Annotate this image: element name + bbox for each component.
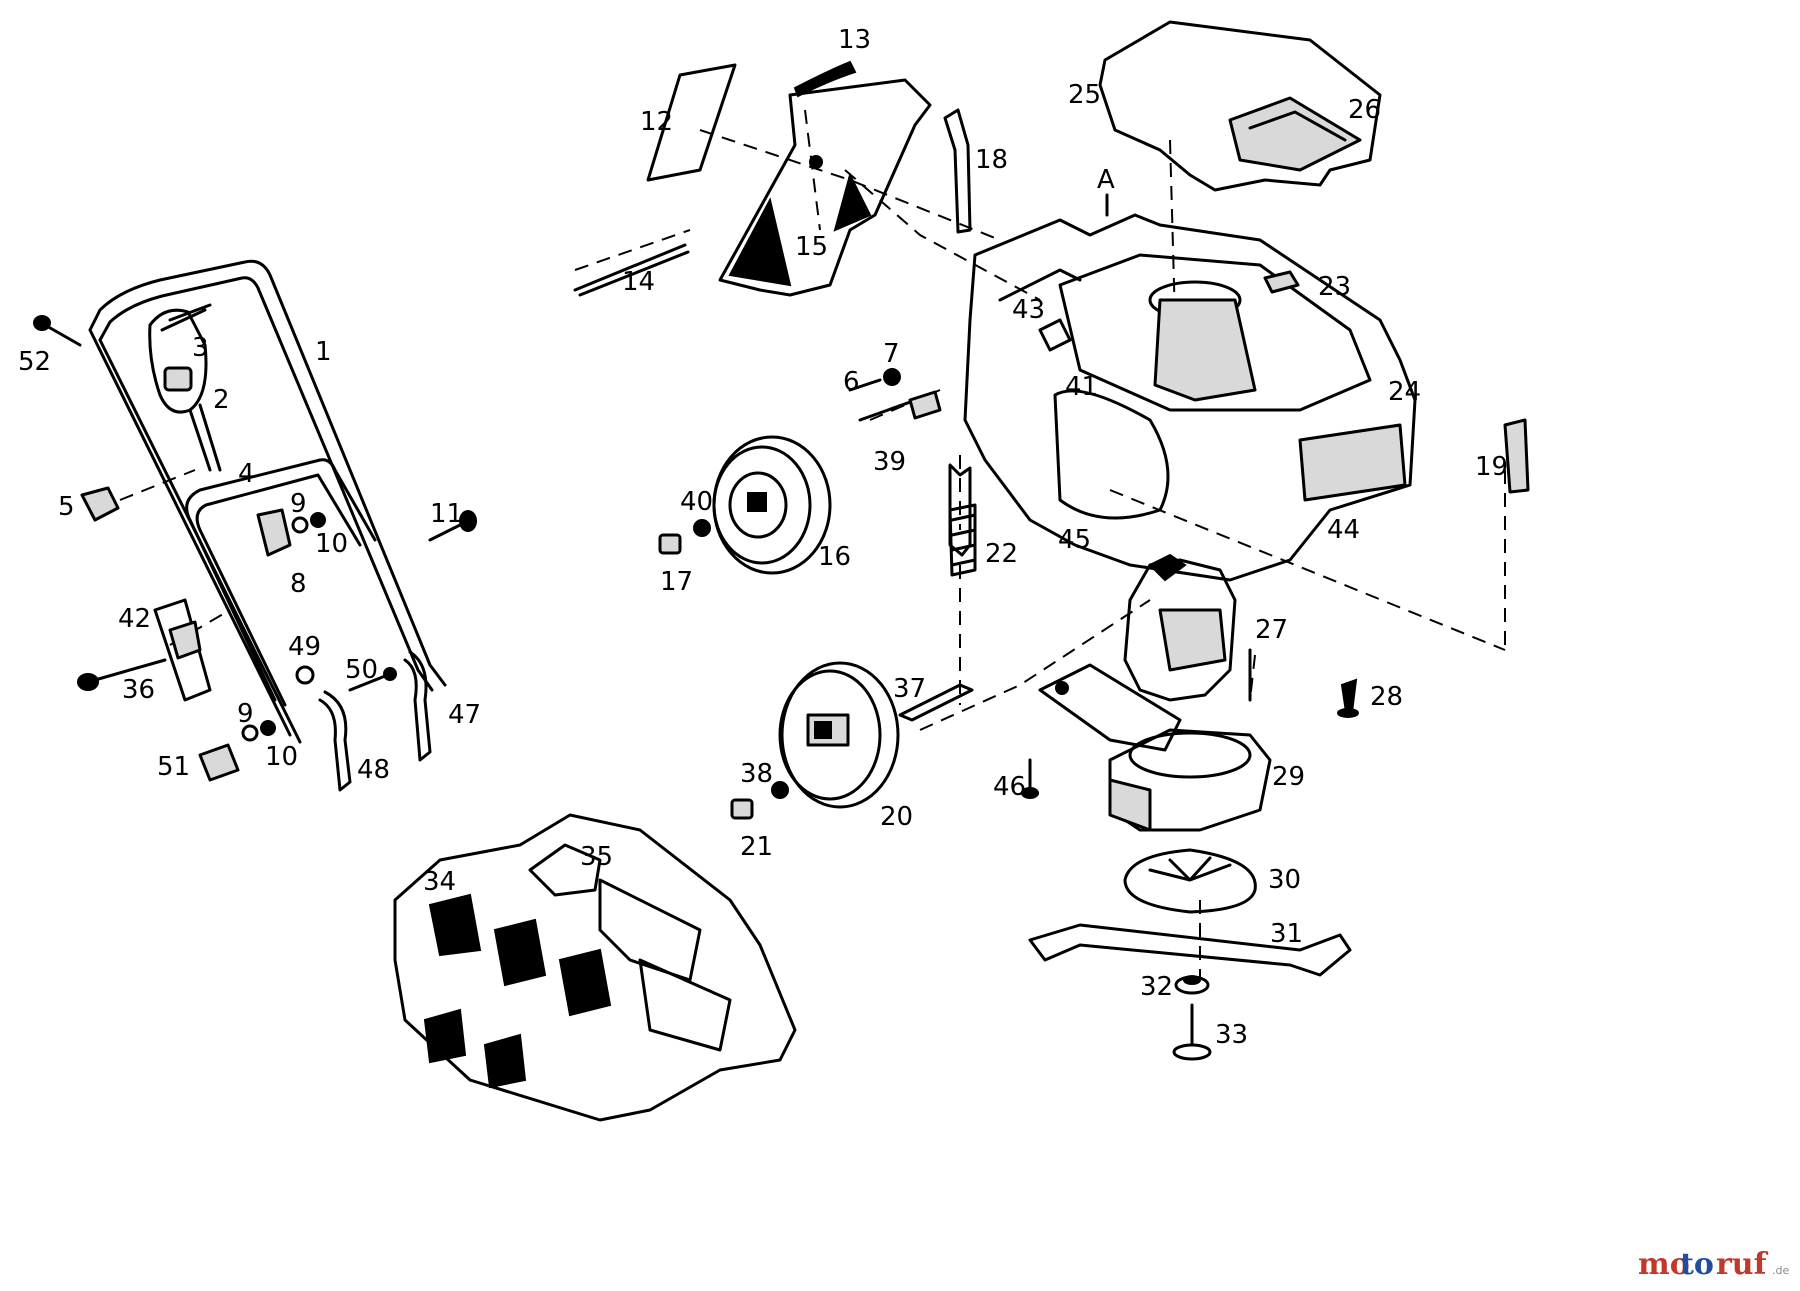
label-9-lower: 9 [237,699,254,729]
cable-clip [256,508,292,557]
label-25: 25 [1068,80,1101,110]
rear-flap [718,78,932,297]
label-16: 16 [818,542,851,572]
label-23: 23 [1318,272,1351,302]
label-7: 7 [883,339,900,369]
blade-31 [1028,923,1352,977]
label-22: 22 [985,539,1018,569]
label-11: 11 [430,499,463,529]
label-4: 4 [238,459,255,489]
label-52: 52 [18,347,51,377]
rear-flap-assembly [573,60,972,297]
motor-blade-assembly [1021,553,1359,1061]
front-wheel [730,661,974,820]
label-29: 29 [1272,762,1305,792]
label-45: 45 [1058,525,1091,555]
label-A: A [1097,165,1115,195]
handle-assembly [33,259,477,792]
label-50: 50 [345,655,378,685]
label-31: 31 [1270,919,1303,949]
label-41: 41 [1065,372,1098,402]
label-24: 24 [1388,377,1421,407]
label-13: 13 [838,25,871,55]
height-adjust-lever [153,598,212,702]
label-42: 42 [118,604,151,634]
label-20: 20 [880,802,913,832]
label-18: 18 [975,145,1008,175]
label-10-upper: 10 [315,529,348,559]
rear-wheel [658,435,832,575]
part-labels: 1 2 3 4 5 6 7 8 9 9 10 10 11 12 13 14 15… [18,25,1508,1050]
label-5: 5 [58,492,75,522]
deck-small-parts [848,270,1530,577]
label-32: 32 [1140,972,1173,1002]
label-15: 15 [795,232,828,262]
label-43: 43 [1012,295,1045,325]
label-1: 1 [315,337,332,367]
label-27: 27 [1255,615,1288,645]
label-39: 39 [873,447,906,477]
label-26: 26 [1348,95,1381,125]
label-2: 2 [213,385,230,415]
label-3: 3 [192,333,209,363]
label-44: 44 [1327,515,1360,545]
label-35: 35 [580,842,613,872]
label-51: 51 [157,752,190,782]
label-48: 48 [357,755,390,785]
assembly-lines [119,109,1506,980]
label-28: 28 [1370,682,1403,712]
handle-knob-left [80,486,120,522]
grass-catcher [393,813,797,1122]
label-19: 19 [1475,452,1508,482]
label-6: 6 [843,367,860,397]
label-34: 34 [423,867,456,897]
label-21: 21 [740,832,773,862]
label-37: 37 [893,674,926,704]
watermark-logo: mo to ruf .de [1638,1247,1789,1282]
label-8: 8 [290,569,307,599]
lower-handle-bar [185,458,377,542]
label-46: 46 [993,772,1026,802]
watermark-to: to [1680,1247,1714,1282]
label-36: 36 [122,675,155,705]
label-14: 14 [622,267,655,297]
label-47: 47 [448,700,481,730]
label-40: 40 [680,487,713,517]
fan-30 [1123,848,1257,914]
label-10-lower: 10 [265,742,298,772]
watermark-mo: mo [1638,1247,1690,1282]
watermark-suffix: .de [1772,1264,1789,1277]
mower-deck [963,213,1417,582]
label-17: 17 [660,567,693,597]
rear-cover-25 [1098,20,1382,192]
label-49: 49 [288,632,321,662]
rear-cover [1098,20,1382,192]
watermark-ruf: ruf [1716,1247,1769,1282]
side-clip-18 [943,108,972,234]
label-38: 38 [740,759,773,789]
deck-housing [963,213,1417,582]
upper-handle-bar-inner [98,276,434,692]
label-30: 30 [1268,865,1301,895]
upper-handle-bar [88,259,447,687]
label-12: 12 [640,107,673,137]
warning-label-12 [646,63,737,182]
label-33: 33 [1215,1020,1248,1050]
label-9-upper: 9 [290,489,307,519]
